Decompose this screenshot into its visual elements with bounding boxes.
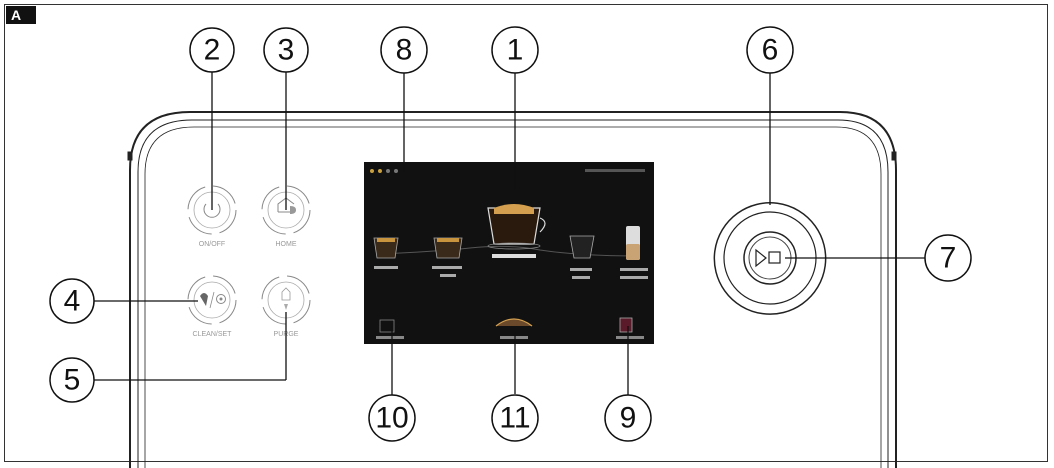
callout-1-label: 1 — [507, 34, 524, 67]
callout-7 — [924, 234, 972, 282]
callout-8 — [380, 26, 428, 74]
home-icon — [277, 197, 296, 214]
callout-11-label: 11 — [499, 402, 530, 435]
clean-settings-icon — [200, 291, 226, 309]
callout-7-label: 7 — [940, 242, 957, 275]
espresso-lungo-icon — [433, 237, 463, 259]
start-stop-button[interactable] — [755, 248, 781, 268]
cleanset-button[interactable]: CLEAN/SET — [187, 275, 237, 338]
callout-6-label: 6 — [762, 34, 779, 67]
callout-5 — [49, 357, 95, 403]
callout-numbers: 1 2 3 4 5 6 7 8 9 10 11 — [64, 34, 957, 435]
callout-3-label: 3 — [278, 34, 295, 67]
cleanset-label: CLEAN/SET — [193, 331, 233, 338]
callout-10-label: 10 — [375, 402, 408, 435]
ristretto-cup-icon — [487, 204, 546, 250]
onoff-label: ON/OFF — [199, 241, 225, 248]
callout-9-label: 9 — [620, 402, 637, 435]
callout-lines — [94, 72, 925, 395]
display-screen[interactable] — [364, 162, 654, 344]
callout-11 — [491, 394, 539, 442]
callout-1 — [491, 26, 539, 74]
espresso-cup-icon — [373, 237, 399, 259]
callout-9 — [604, 394, 652, 442]
callout-3 — [263, 27, 309, 73]
callout-8-label: 8 — [396, 34, 413, 67]
screen-labels — [374, 254, 648, 279]
status-bar — [370, 169, 645, 173]
callout-2 — [189, 27, 235, 73]
hot-water-icon — [569, 235, 595, 259]
callout-10 — [368, 394, 416, 442]
play-stop-icon — [755, 248, 781, 268]
callout-4 — [49, 278, 95, 324]
figure-label: A — [6, 6, 36, 24]
callout-2-label: 2 — [204, 34, 221, 67]
latte-macchiato-icon — [626, 226, 640, 260]
callout-5-label: 5 — [64, 364, 81, 397]
callout-6 — [746, 26, 794, 74]
callout-circles — [49, 26, 972, 442]
purge-icon — [281, 287, 291, 310]
callout-4-label: 4 — [64, 285, 81, 318]
figure-frame — [4, 4, 1048, 462]
bottom-bar — [376, 317, 644, 339]
home-label: HOME — [276, 241, 297, 248]
